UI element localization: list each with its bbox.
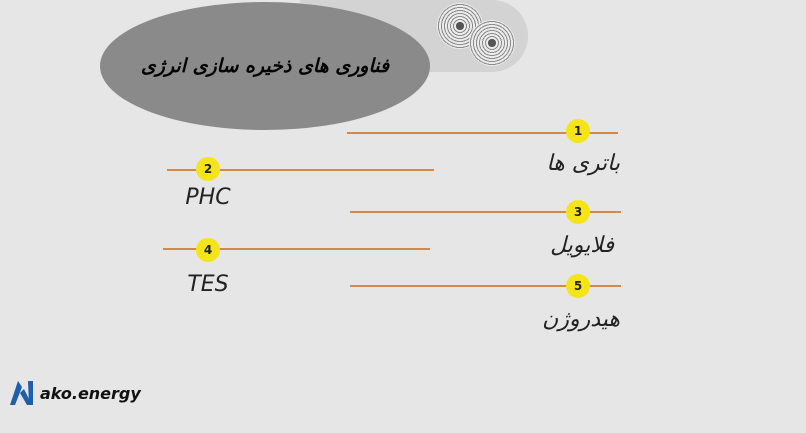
page-title: فناوری های ذخیره سازی انرژی — [140, 55, 390, 77]
item-5-line — [350, 285, 621, 287]
item-2-label: PHC — [185, 185, 231, 210]
item-4-marker: 4 — [196, 238, 220, 262]
title-ellipse: فناوری های ذخیره سازی انرژی — [100, 2, 430, 130]
item-4-line — [163, 248, 430, 250]
item-1-marker: 1 — [566, 119, 590, 143]
item-5-label: هیدروژن — [542, 307, 620, 332]
item-4-label: TES — [187, 272, 229, 297]
tape-reels-icon — [469, 20, 515, 66]
ako-logo-icon — [10, 381, 33, 405]
item-2-marker: 2 — [196, 157, 220, 181]
item-5-marker: 5 — [566, 274, 590, 298]
item-1-label: باتری ها — [546, 151, 620, 176]
item-2-line — [167, 169, 434, 171]
brand-name: ako.energy — [40, 383, 141, 403]
item-3-line — [350, 211, 621, 213]
item-3-label: فلایویل — [550, 233, 614, 258]
item-1-line — [347, 132, 618, 134]
brand-logo: ako.energy — [8, 379, 141, 407]
item-3-marker: 3 — [566, 200, 590, 224]
